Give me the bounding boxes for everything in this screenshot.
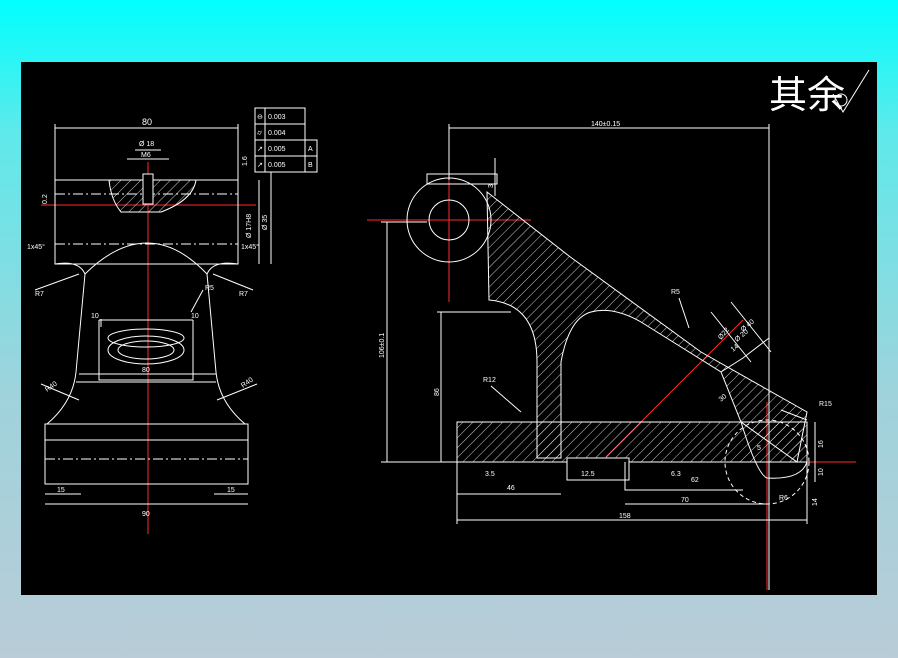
dim-w46: 46 [507,485,515,492]
dim-w15-left: 15 [57,487,65,494]
dim-r15: R15 [819,401,832,408]
dim-s125: 12.5 [581,471,595,478]
dim-r12: R12 [483,377,496,384]
dim-w140: 140±0.15 [591,121,620,128]
roughness-symbol-icon [832,69,870,113]
side-arm-section [486,190,808,463]
tol-value-2: 0.005 [268,146,286,153]
tolerance-frame: ⊖ 0.003 ⌭ 0.004 ↗ 0.005 A ↗ 0.005 B [254,107,318,173]
side-base-section [456,421,808,463]
dim-w70: 70 [681,497,689,504]
dim-r5: R5 [205,285,214,292]
tol-sym-3: ↗ [257,162,263,169]
dim-s35: 3.5 [485,471,495,478]
front-view: 80 Ø 18 M6 1x45° 1x45° Ø 17H8 Ø 35 0.2 1… [27,107,318,534]
dim-d35: Ø 35 [262,215,269,230]
tol-datum-3: B [308,162,313,169]
tol-sym-0: ⊖ [257,114,263,121]
dim-h-left: 0.2 [42,194,49,204]
dim-s3: 3 [488,184,495,188]
side-view: 140±0.15 106±0.1 86 R12 R5 R15 Ø 40 Ø 20… [367,121,856,590]
dim-d17: Ø 17H8 [246,214,253,238]
drawing-canvas: 其余 [21,62,877,595]
dim-w158: 158 [619,513,631,520]
engineering-drawing: 其余 [27,69,870,590]
dim-r7-right: R7 [239,291,248,298]
dim-w62: 62 [691,477,699,484]
tol-sym-2: ↗ [257,146,263,153]
side-top-bore [428,199,470,241]
dim-r5: R5 [671,289,680,296]
tol-sym-1: ⌭ [257,130,262,137]
dim-w80: 80 [142,367,150,374]
dim-chamfer-right: 1x45° [241,243,259,251]
dim-r40-left: R40 [44,380,59,393]
dim-a30: 30 [718,393,729,403]
dim-w10-left: 10 [91,313,99,320]
dim-d18: Ø 18 [139,141,154,148]
dim-w5: 5 [757,445,761,452]
dim-top-width: 80 [142,117,152,127]
dim-r6: R6 [779,495,788,502]
dim-h10: 10 [818,468,825,476]
dim-h106: 106±0.1 [379,333,386,358]
tol-value-0: 0.003 [268,114,286,121]
roughness-note: 其余 [769,69,870,117]
dim-h86: 86 [434,388,441,396]
tol-datum-2: A [308,146,313,153]
dim-w14: 14 [812,498,819,506]
dim-m6: M6 [141,152,151,159]
dim-w10-right: 10 [191,313,199,320]
tol-value-3: 0.005 [268,162,286,169]
dim-r7-left: R7 [35,291,44,298]
dim-m14: 14 [730,343,741,353]
dim-h-right: 1.6 [242,156,249,166]
dim-h16: 16 [818,440,825,448]
dim-w15-right: 15 [227,487,235,494]
dim-chamfer-left: 1x45° [27,243,45,251]
dim-base-width: 90 [142,511,150,518]
tol-value-1: 0.004 [268,130,286,137]
front-base [44,423,249,485]
roughness-note-text: 其余 [769,73,845,117]
dim-s63: 6.3 [671,471,681,478]
